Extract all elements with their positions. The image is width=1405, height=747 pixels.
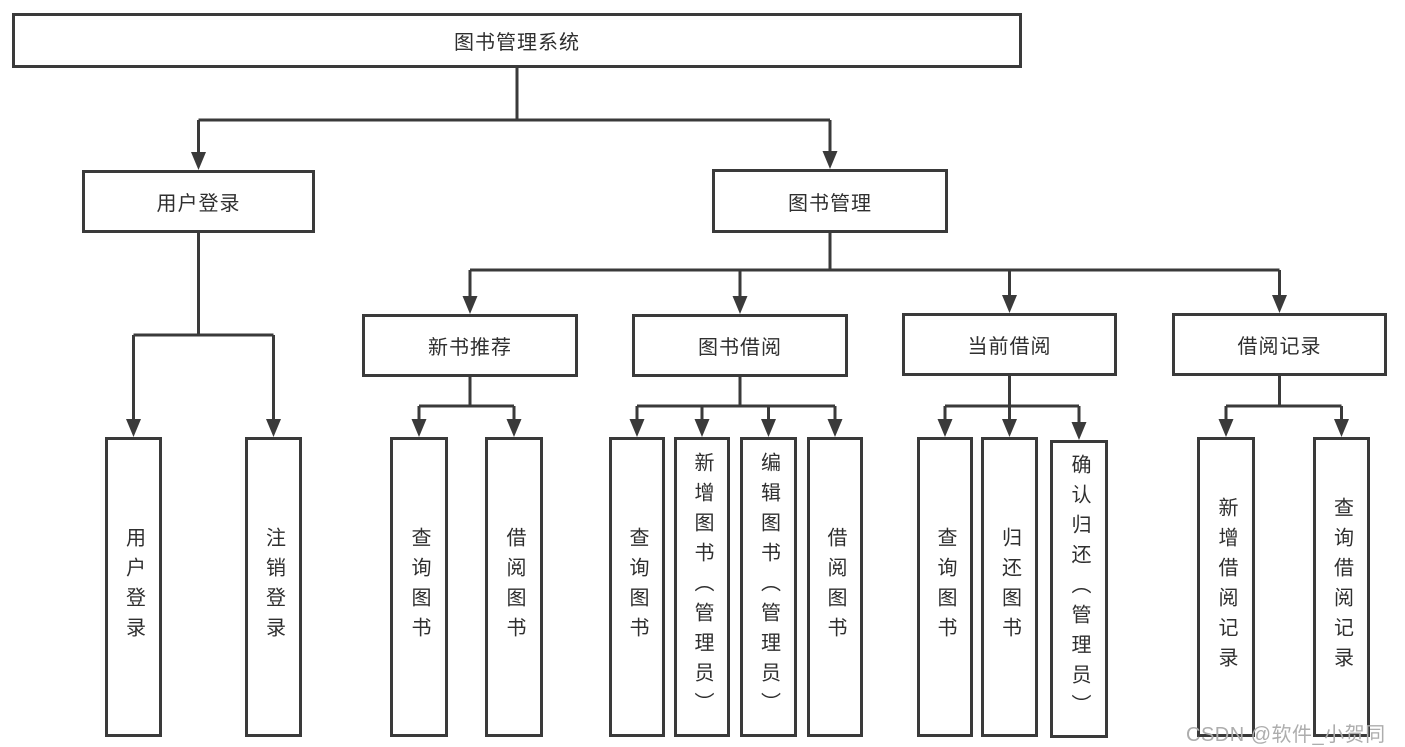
leaf-borrow-books-recommend: 借阅图书	[485, 437, 543, 737]
leaf-add-borrow-record: 新增借阅记录	[1197, 437, 1255, 737]
leaf-return-books: 归还图书	[981, 437, 1038, 737]
leaf-query-borrow-record: 查询借阅记录	[1313, 437, 1370, 737]
node-user-login: 用户登录	[82, 170, 315, 233]
csdn-watermark: CSDN @软件_小贺同学	[1186, 724, 1386, 746]
node-book-borrowing: 图书借阅	[632, 314, 848, 377]
leaf-edit-books-admin: 编辑图书（管理员）	[740, 437, 797, 737]
node-book-management: 图书管理	[712, 169, 948, 233]
leaf-query-books-current: 查询图书	[917, 437, 973, 737]
leaf-logout: 注销登录	[245, 437, 302, 737]
node-current-borrowing: 当前借阅	[902, 313, 1117, 376]
leaf-borrow-books: 借阅图书	[807, 437, 863, 737]
node-borrowing-records: 借阅记录	[1172, 313, 1387, 376]
leaf-add-books-admin: 新增图书（管理员）	[674, 437, 730, 737]
leaf-query-books-recommend: 查询图书	[390, 437, 448, 737]
node-new-book-recommendation: 新书推荐	[362, 314, 578, 377]
leaf-query-books-borrow: 查询图书	[609, 437, 665, 737]
leaf-user-login: 用户登录	[105, 437, 162, 737]
leaf-confirm-return-admin: 确认归还（管理员）	[1050, 440, 1108, 738]
node-library-management-system: 图书管理系统	[12, 13, 1022, 68]
